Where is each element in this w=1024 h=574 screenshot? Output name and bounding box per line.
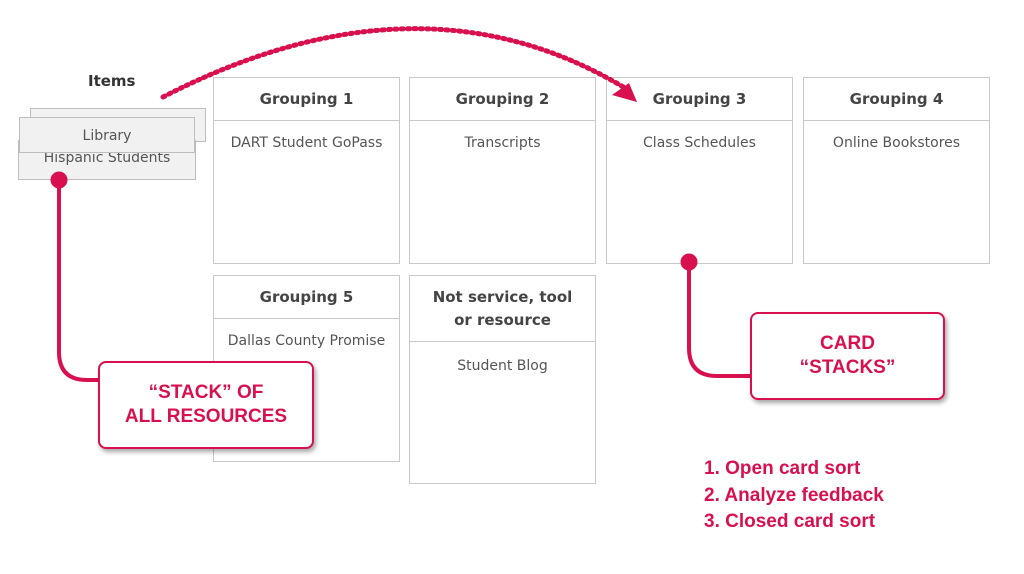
stack-card-library[interactable]: Library bbox=[19, 117, 195, 153]
step-item: 3. Closed card sort bbox=[704, 511, 876, 532]
grouping-card-item[interactable]: Dallas County Promise bbox=[227, 333, 386, 349]
stack-card-label: Library bbox=[82, 128, 132, 144]
step-item: 1. Open card sort bbox=[704, 458, 861, 479]
grouping-card-item[interactable]: Transcripts bbox=[464, 135, 541, 151]
grouping-6-box[interactable]: Not service, tool or resource Student Bl… bbox=[409, 275, 596, 484]
grouping-2-box[interactable]: Grouping 2 Transcripts bbox=[409, 77, 596, 264]
grouping-title: Grouping 5 bbox=[214, 276, 399, 319]
connector-dot-right bbox=[680, 253, 698, 271]
grouping-card-item[interactable]: DART Student GoPass bbox=[230, 135, 383, 151]
connector-line-right bbox=[687, 262, 752, 378]
grouping-title: Grouping 4 bbox=[804, 78, 989, 121]
grouping-title: Grouping 2 bbox=[410, 78, 595, 121]
items-label: Items bbox=[88, 72, 136, 90]
grouping-card-item[interactable]: Student Blog bbox=[457, 358, 548, 374]
callout-card-stacks: CARD “STACKS” bbox=[750, 312, 945, 400]
stack-card-label: Hispanic Students bbox=[43, 150, 171, 166]
callout-stack-all-resources: “STACK” OF ALL RESOURCES bbox=[98, 361, 314, 449]
grouping-title: Grouping 3 bbox=[607, 78, 792, 121]
dotted-arrow-path bbox=[160, 26, 628, 100]
grouping-4-box[interactable]: Grouping 4 Online Bookstores bbox=[803, 77, 990, 264]
dotted-arrow-head bbox=[612, 83, 637, 102]
step-item: 2. Analyze feedback bbox=[704, 484, 884, 506]
grouping-1-box[interactable]: Grouping 1 DART Student GoPass bbox=[213, 77, 400, 264]
grouping-card-item[interactable]: Class Schedules bbox=[643, 135, 756, 151]
connector-line-left bbox=[57, 180, 100, 382]
steps-list: 1. Open card sort 2. Analyze feedback 3.… bbox=[704, 456, 884, 536]
grouping-title: Not service, tool or resource bbox=[410, 276, 595, 342]
grouping-card-item[interactable]: Online Bookstores bbox=[832, 135, 961, 151]
grouping-title: Grouping 1 bbox=[214, 78, 399, 121]
connector-dot-left bbox=[50, 171, 68, 189]
grouping-3-box[interactable]: Grouping 3 Class Schedules bbox=[606, 77, 793, 264]
